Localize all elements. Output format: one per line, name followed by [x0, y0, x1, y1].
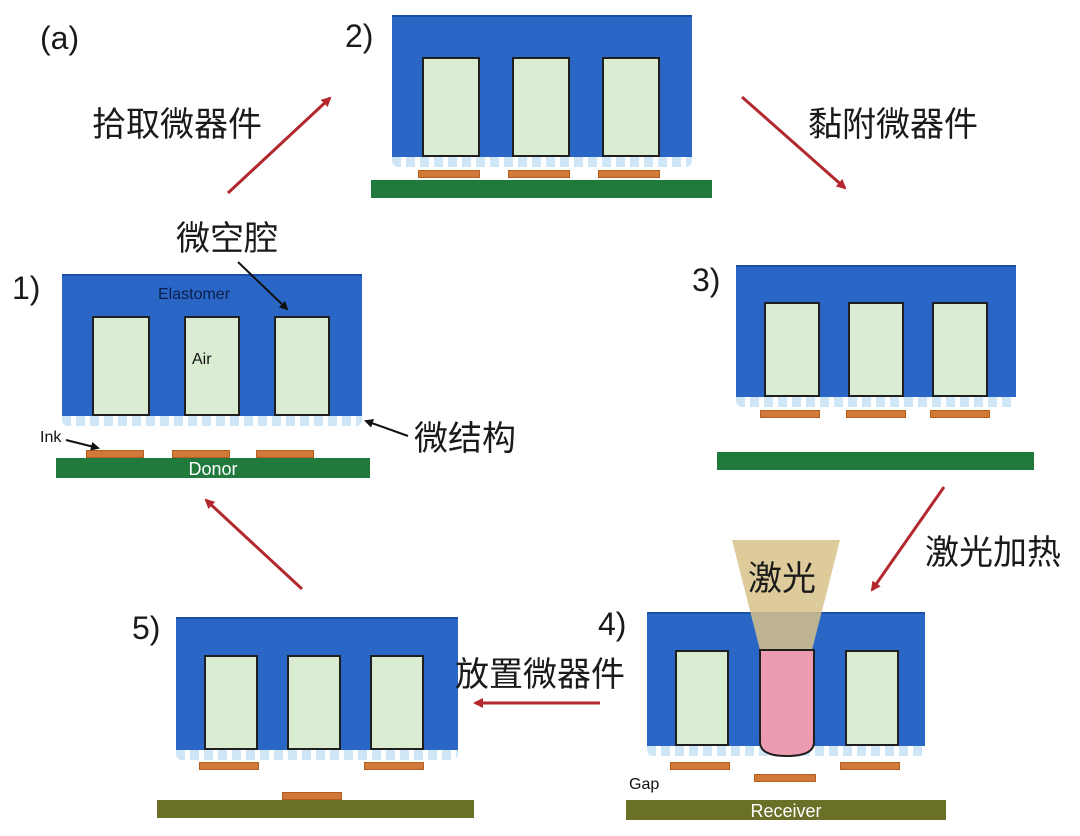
step-2-number: 2): [345, 18, 374, 54]
stage-4-cavity-left: [675, 650, 729, 746]
stage-1-donor-substrate: [56, 458, 370, 478]
gap-label: Gap: [629, 776, 660, 793]
step-1-number: 1): [12, 270, 41, 306]
stage-2-cavity-left: [422, 57, 480, 157]
stage-2-substrate: [371, 180, 712, 198]
stage-3-ink: [930, 410, 990, 418]
stage-1-ink: [86, 450, 144, 458]
laser-label: 激光: [748, 559, 816, 599]
stage-5-cavity-right: [370, 655, 424, 750]
stage-2-microstructure: [392, 157, 692, 167]
micro-cavity-label: 微空腔: [176, 219, 278, 259]
stage-2-cavity-middle: [512, 57, 570, 157]
elastomer-label: Elastomer: [158, 286, 231, 303]
leader-micro-cavity: [237, 261, 289, 311]
stage-4-ink: [840, 762, 900, 770]
stage-5-microstructure: [176, 750, 458, 760]
stage-3-microstructure: [736, 397, 1016, 407]
receiver-label: Receiver: [750, 801, 822, 821]
stage-1-cavity-left: [92, 316, 150, 416]
stage-3-cavity-right: [932, 302, 988, 397]
stage-1-cavity-right: [274, 316, 330, 416]
stage-2-ink: [598, 170, 660, 178]
stage-3-ink: [846, 410, 906, 418]
arrow-return: [204, 498, 304, 591]
stage-5-cavity-middle: [287, 655, 341, 750]
step-4-number: 4): [598, 606, 627, 642]
stage-5-ink: [199, 762, 259, 770]
step-5-number: 5): [132, 610, 161, 646]
place-label: 放置微器件: [455, 655, 625, 695]
stage-1-cavity-middle: [184, 316, 240, 416]
arrow-adhere: [741, 95, 847, 190]
adhere-label: 黏附微器件: [808, 105, 978, 145]
stage-1-microstructure: [62, 416, 362, 426]
panel-label: (a): [40, 20, 80, 56]
stage-2-ink: [508, 170, 570, 178]
stage-3-cavity-middle: [848, 302, 904, 397]
arrow-pick: [226, 96, 332, 195]
stage-3-cavity-left: [764, 302, 820, 397]
leader-micro-structure: [364, 419, 409, 437]
stage-4-cavity-right: [845, 650, 899, 746]
stage-3-substrate: [717, 452, 1034, 470]
stage-2-ink: [418, 170, 480, 178]
arrow-laser-heat: [870, 486, 946, 592]
stage-5-receiver-substrate: [157, 800, 474, 818]
step-3-number: 3): [692, 262, 721, 298]
laser-beam: [732, 540, 840, 650]
micro-structure-label: 微结构: [414, 419, 516, 459]
stage-5-cavity-left: [204, 655, 258, 750]
stage-4-ink: [670, 762, 730, 770]
stage-3-ink: [760, 410, 820, 418]
heated-cavity: [759, 649, 815, 758]
ink-label: Ink: [40, 429, 62, 446]
laser-heat-label: 激光加热: [925, 533, 1061, 573]
stage-1-ink: [256, 450, 314, 458]
leader-ink: [65, 439, 100, 451]
stage-5-ink: [364, 762, 424, 770]
stage-2-cavity-right: [602, 57, 660, 157]
pick-label: 拾取微器件: [92, 105, 262, 145]
stage-1-ink: [172, 450, 230, 458]
stage-5-ink-placed: [282, 792, 342, 800]
donor-label: Donor: [188, 459, 238, 479]
air-label: Air: [192, 351, 212, 368]
stage-4-receiver-substrate: [626, 800, 946, 820]
stage-4-ink-released: [754, 774, 816, 782]
